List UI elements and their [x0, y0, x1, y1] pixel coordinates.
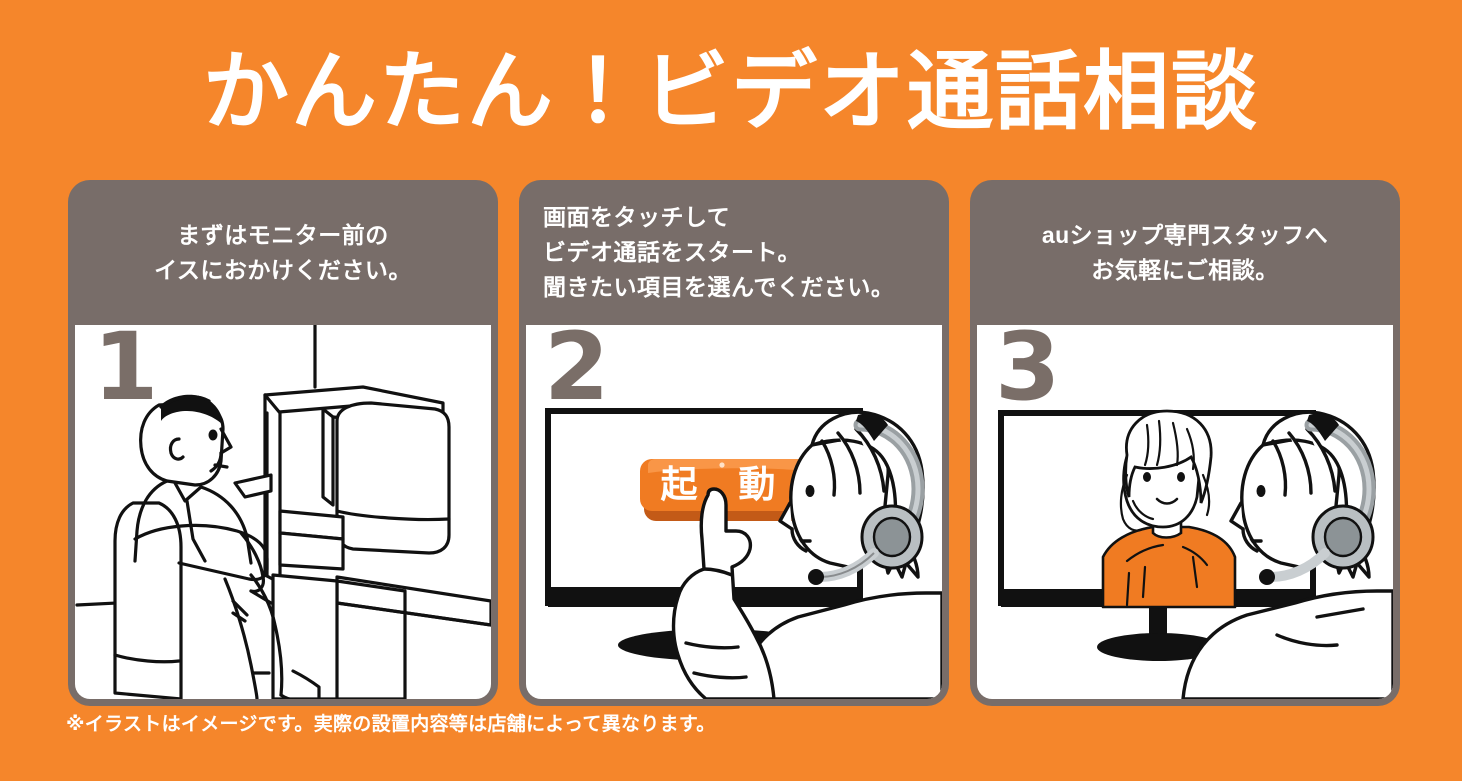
step-2-header-line-3: 聞きたい項目を選んでください。 — [543, 274, 895, 300]
step-2-illustration: 2 起 動 — [526, 325, 942, 699]
step-1-header-line-2: イスにおかけください。 — [154, 256, 412, 283]
step-1-illustration: 1 — [75, 325, 491, 699]
step-panel-2: 画面をタッチして ビデオ通話をスタート。 聞きたい項目を選んでください。 2 — [519, 180, 949, 706]
step-3-header-line-1: auショップ専門スタッフへ — [1041, 221, 1329, 248]
staff-on-screen — [1101, 409, 1237, 609]
step-3-header: auショップ専門スタッフへ お気軽にご相談。 — [970, 180, 1400, 325]
touch-start-button-icon: 起 動 — [545, 408, 942, 699]
step-panel-1: まずはモニター前の イスにおかけください。 1 — [68, 180, 498, 706]
step-2-header: 画面をタッチして ビデオ通話をスタート。 聞きたい項目を選んでください。 — [519, 180, 949, 325]
steps-row: まずはモニター前の イスにおかけください。 1 — [68, 180, 1400, 706]
step-1-header: まずはモニター前の イスにおかけください。 — [68, 180, 498, 325]
disclaimer-note: ※イラストはイメージです。実際の設置内容等は店舗によって異なります。 — [66, 714, 716, 735]
step-3-illustration: 3 — [977, 325, 1393, 699]
step-2-header-line-1: 画面をタッチして — [543, 204, 731, 230]
step-1-header-line-1: まずはモニター前の — [177, 221, 389, 248]
page-title: かんたん！ビデオ通話相談 — [203, 42, 1259, 142]
step-2-header-line-2: ビデオ通話をスタート。 — [543, 239, 802, 265]
step-3-header-line-2: お気軽にご相談。 — [1091, 256, 1279, 283]
step-panel-3: auショップ専門スタッフへ お気軽にご相談。 3 — [970, 180, 1400, 706]
seated-man-booth-icon — [75, 325, 491, 699]
video-call-staff-icon — [998, 409, 1393, 699]
